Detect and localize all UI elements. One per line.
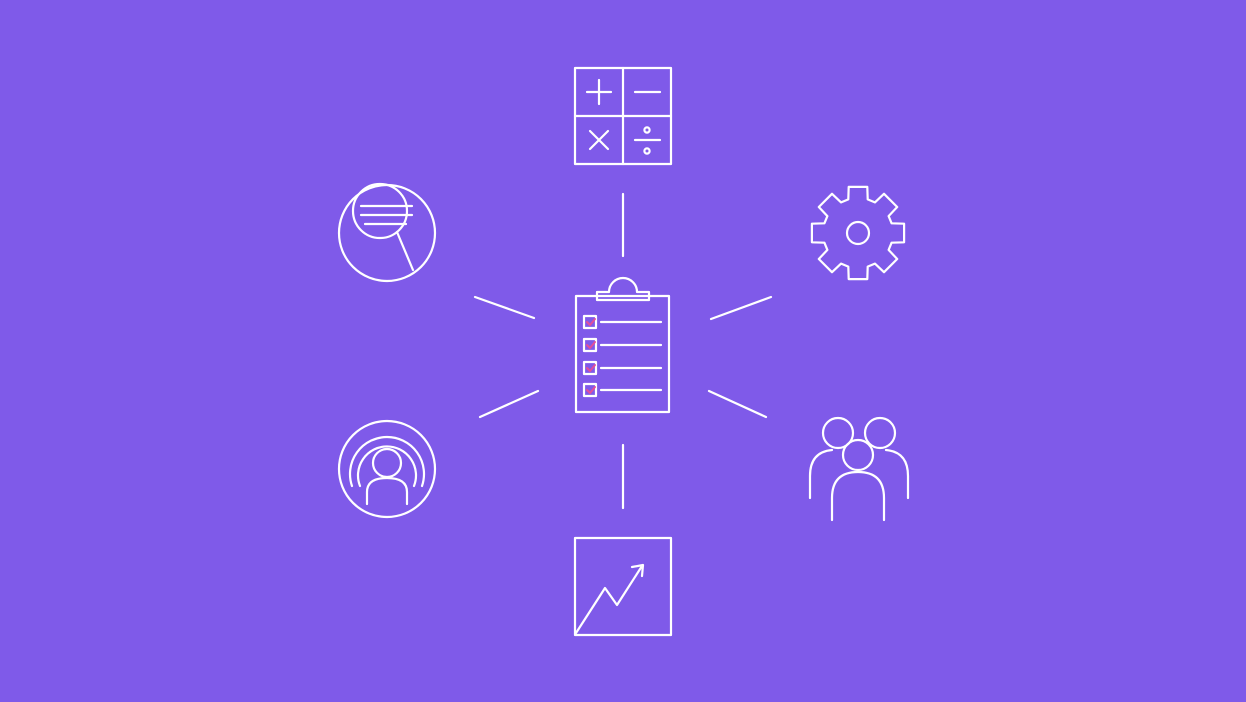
checkbox-list bbox=[582, 314, 598, 398]
check-mark-icon bbox=[586, 318, 596, 326]
checkbox bbox=[582, 337, 598, 353]
magnifier-icon bbox=[337, 182, 437, 283]
check-mark-icon bbox=[586, 364, 596, 372]
connector-top-right bbox=[709, 295, 773, 321]
user-target-icon bbox=[337, 419, 437, 519]
checkbox bbox=[582, 360, 598, 376]
gear-icon bbox=[810, 185, 906, 281]
calculator-icon bbox=[573, 66, 673, 166]
check-mark-icon bbox=[586, 341, 596, 349]
check-mark-icon bbox=[586, 386, 596, 394]
connector-bottom-right bbox=[707, 389, 768, 419]
clipboard-checklist-icon bbox=[574, 276, 671, 414]
team-people-icon bbox=[808, 416, 910, 522]
checkbox bbox=[582, 382, 598, 398]
connector-bottom-left bbox=[478, 389, 540, 419]
growth-chart-icon bbox=[573, 536, 673, 637]
connectors bbox=[473, 192, 773, 510]
checkbox bbox=[582, 314, 598, 330]
connector-top-left bbox=[473, 295, 536, 320]
